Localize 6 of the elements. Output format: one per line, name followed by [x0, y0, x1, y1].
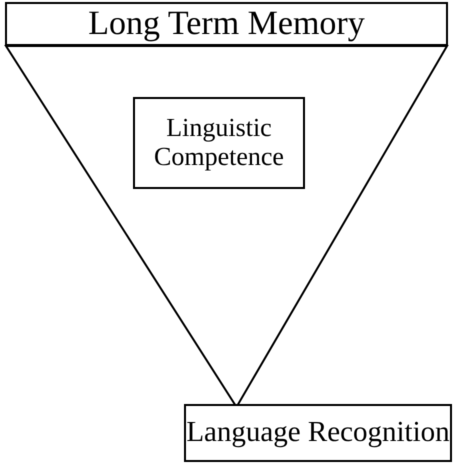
recognition-box — [184, 404, 452, 462]
box-label: Linguistic Competence — [153, 114, 285, 172]
box-label: Long Term Memory — [88, 5, 365, 43]
memory-box — [5, 2, 448, 46]
competence-box — [133, 97, 305, 189]
box-label: Language Recognition — [186, 417, 450, 449]
